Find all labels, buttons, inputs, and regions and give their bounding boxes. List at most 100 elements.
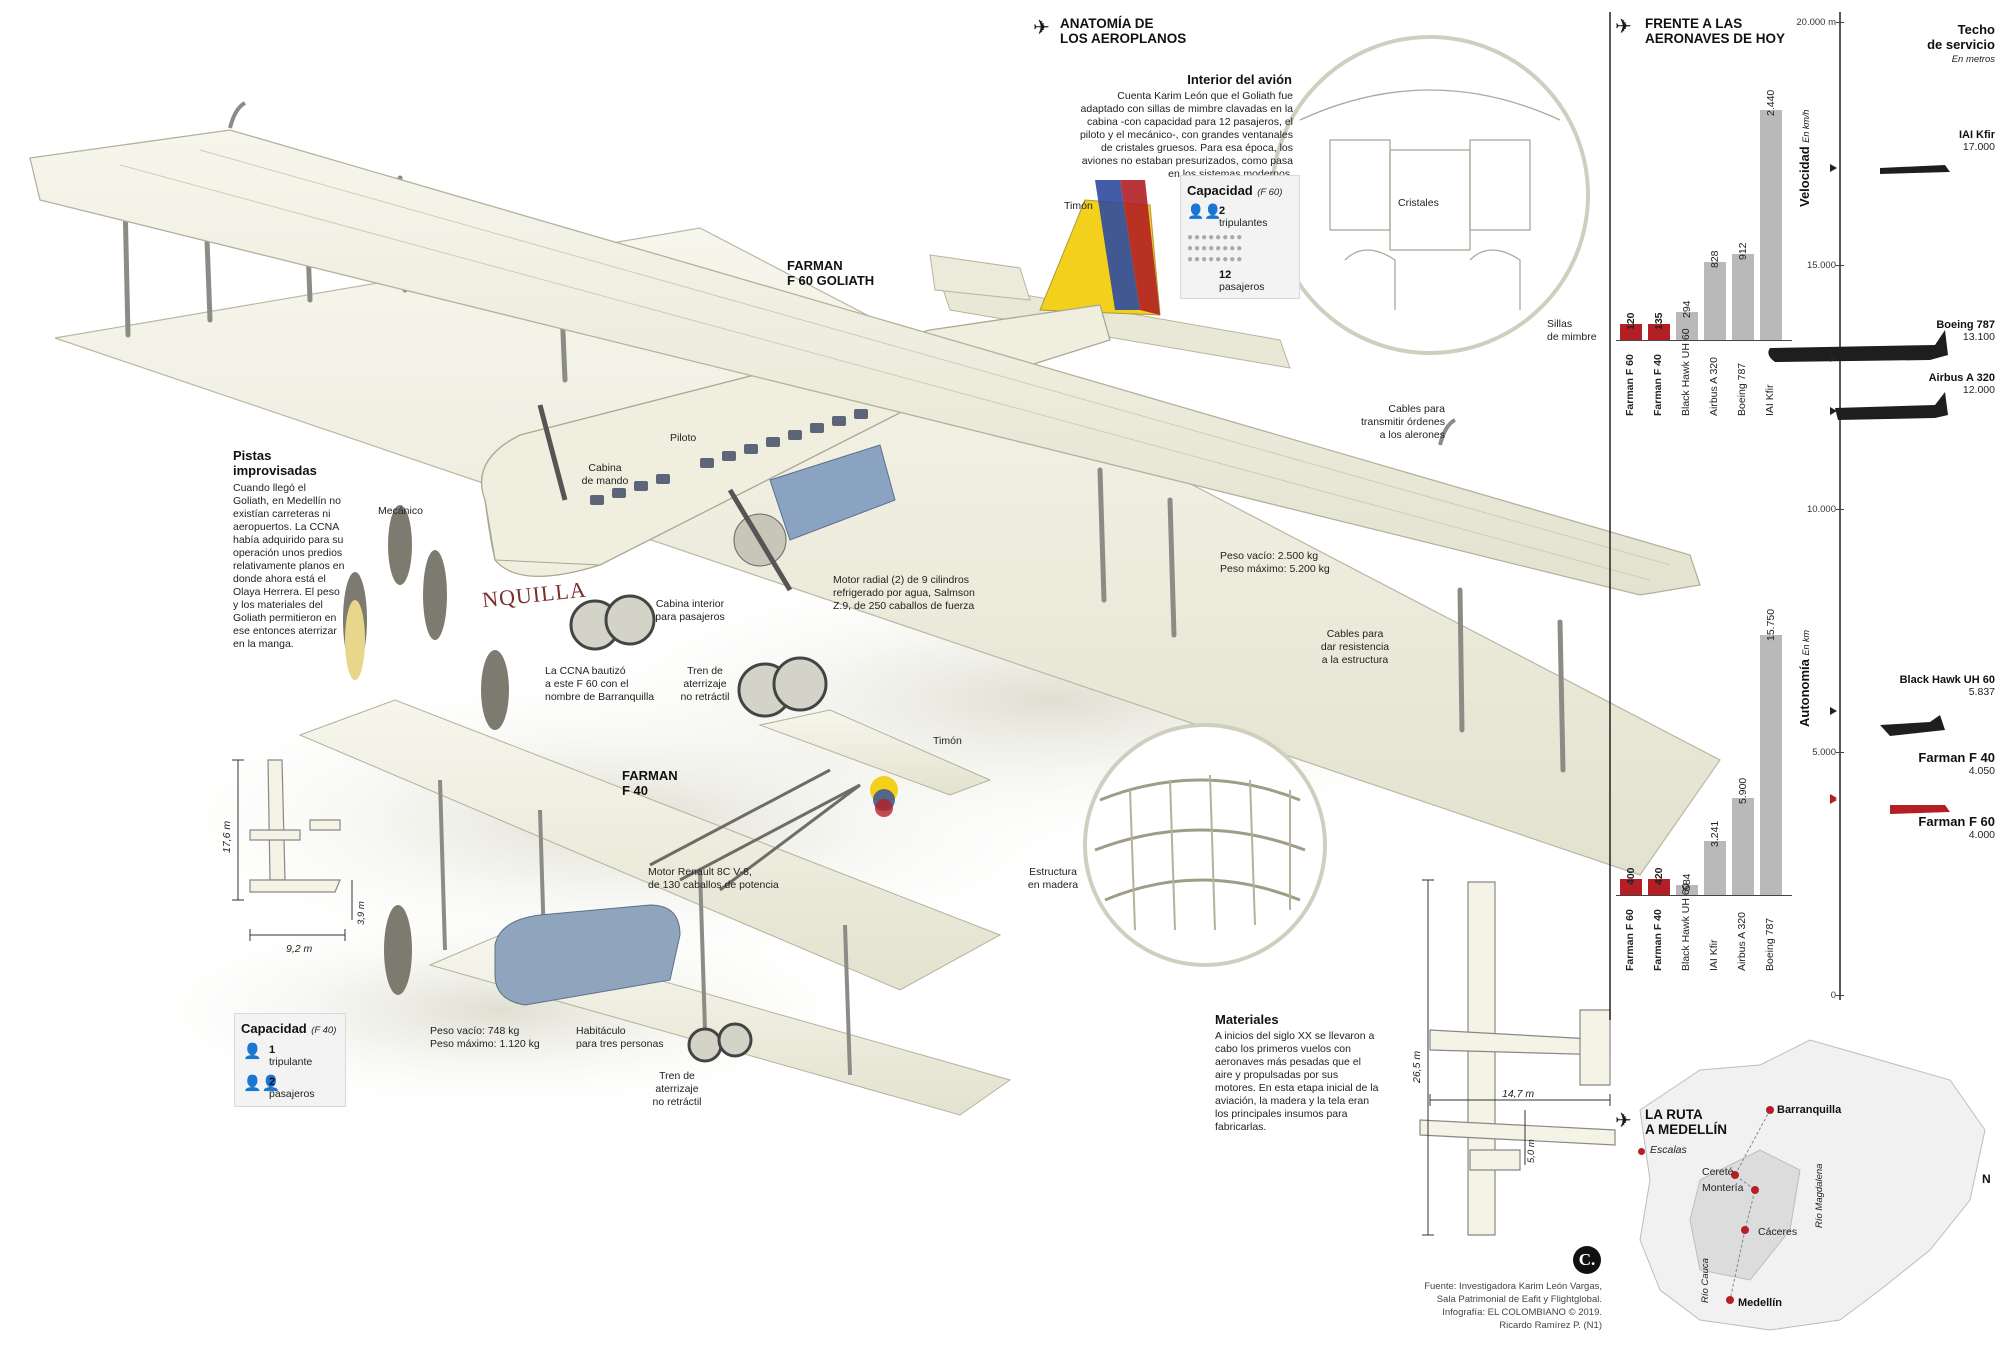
goliath-dim-length: 14,7 m [1502,1088,1535,1100]
chart-bar [1648,879,1670,895]
ceiling-marker [1830,707,1837,716]
techo-unit: En metros [1951,54,1995,65]
page-title: ANATOMÍA DE LOS AEROPLANOS [1060,16,1187,46]
pistas-title: Pistas improvisadas [233,448,317,478]
goliath-piloto-label: Piloto [670,432,697,444]
tick-label: Farman F 40 [1652,909,1664,971]
materiales-text: A inicios del siglo XX se llevaron a cab… [1215,1030,1379,1133]
chart-bar [1620,324,1642,340]
tick-label: Airbus A 320 [1708,357,1720,416]
tick-label: Black Hawk UH 60 [1680,328,1692,416]
f40-name: FARMAN F 40 [622,768,678,798]
passenger-icons: ●●●●●●●●●●●●●●●●●●●●●●●● [1187,232,1244,265]
tick-label: 10.000 [1806,503,1836,515]
map-label-medellin: Medellín [1738,1297,1783,1309]
map-label-caceres: Cáceres [1758,1226,1798,1238]
plane-icon: ✈ [1033,17,1050,39]
ceiling-value: 4.000 [1968,829,1995,842]
crew-icon: 👤👤 [1187,203,1222,219]
techo-title: Techo de servicio [1927,22,1995,52]
label-cristales: Cristales [1398,197,1439,209]
footer-credits: Fuente: Investigadora Karim León Vargas,… [1424,1281,1602,1331]
north-arrow-icon: N [1982,1172,1991,1186]
data-label: 2.440 [1765,89,1777,116]
tick-label: Boeing 787 [1736,362,1748,416]
tick-label: 0 [1830,990,1836,1001]
crew-icon: 👤 [243,1043,262,1060]
ceiling-value: 12.000 [1962,384,1995,397]
axis-tick [1836,995,1844,996]
tick-label: Boeing 787 [1764,917,1776,971]
tick-label: Farman F 60 [1624,354,1636,416]
ceiling-name: IAI Kfir [1958,128,1995,141]
axis-tick [1836,751,1844,753]
data-label: 420 [1653,867,1665,885]
data-label: 5.900 [1737,777,1749,804]
goliath-mecanico-label: Mecánico [378,505,423,517]
axis-tick [1836,22,1844,23]
escala-dot-icon [1638,1148,1645,1155]
crew-label: tripulante [269,1056,313,1068]
interior-title: Interior del avión [1187,72,1292,87]
ceiling-value: 13.100 [1962,330,1995,343]
ceiling-marker [1830,796,1837,805]
data-label: 400 [1625,867,1637,885]
f40-dim-span: 9,2 m [286,943,313,955]
chart-bar [1704,841,1726,895]
goliath-motor-label: Motor radial (2) de 9 cilindros refriger… [833,574,975,612]
tick-label: IAI Kfir [1708,939,1720,971]
el-colombiano-logo: C. [1573,1246,1601,1274]
capacidad-f40-tag: (F 40) [311,1025,337,1036]
passenger-icons: 👤👤 [243,1075,281,1092]
chart-bar [1648,324,1670,340]
passenger-label: pasajeros [269,1088,315,1100]
data-label: 912 [1737,242,1749,261]
tick-label: 5.000 [1812,746,1836,758]
capacidad-f40-box: Capacidad (F 40) 👤 1 tripulante 👤👤 2 pas… [234,1013,346,1107]
tick-label: Farman F 60 [1624,909,1636,971]
f40-timon-label: Timón [933,735,962,747]
passenger-label: pasajeros [1219,281,1265,293]
data-label: 828 [1709,250,1721,268]
goliath-dim-height: 5,0 m [1526,1139,1537,1163]
ceiling-name: Farman F 60 [1918,814,1995,830]
map-label-barranquilla: Barranquilla [1777,1104,1842,1116]
tick-label: IAI Kfir [1764,384,1776,416]
goliath-cabina-mando-label: Cabina de mando [581,462,629,487]
crew-label: tripulantes [1219,217,1268,229]
goliath-cables-alerones-label: Cables para transmitir órdenes a los ale… [1360,403,1445,441]
chart-bar [1760,110,1782,340]
materiales-estructura-label: Estructura en madera [1027,866,1079,891]
goliath-bautizo-label: La CCNA bautizó a este F 60 con el nombr… [545,665,655,703]
tick-label: 20.000 m [1796,17,1836,28]
ceiling-value: 5.837 [1968,686,1995,699]
frente-title: FRENTE A LAS AERONAVES DE HOY [1645,16,1786,46]
f40-dim-length: 17,6 m [221,820,233,853]
capacidad-f60-title: Capacidad [1187,183,1253,198]
capacidad-f60-box: Capacidad (F 60) 👤👤 2 tripulantes ●●●●●●… [1180,175,1300,299]
interior-text: Cuenta Karim León que el Goliath fue ada… [1079,90,1293,180]
ceiling-name: Airbus A 320 [1928,372,1995,385]
tick-label: 15.000 [1806,260,1836,272]
chart-bar [1676,885,1698,895]
chart-bar [1760,635,1782,895]
f40-dim-height: 3,9 m [356,901,367,925]
goliath-peso-label: Peso vacío: 2.500 kg Peso máximo: 5.200 … [1220,550,1330,575]
ceiling-marker [1830,163,1837,172]
ruta-title: LA RUTA A MEDELLÍN [1645,1107,1727,1137]
chart-baseline [1616,340,1792,341]
map-label-cerete: Cereté [1702,1166,1734,1178]
goliath-tren-label: Tren de aterrizaje no retráctil [680,665,730,703]
f40-motor-label: Motor Renault 8C V-8, de 130 caballos de… [648,866,779,891]
goliath-timon-label: Timón [1064,200,1093,212]
crew-count: 1 [269,1044,276,1056]
capacidad-f40-title: Capacidad [241,1021,307,1036]
map-label-rio-magdalena: Río Magdalena [1814,1163,1825,1228]
data-label: 15.750 [1765,608,1777,641]
tick-label: Airbus A 320 [1736,912,1748,971]
data-label: 3.241 [1709,821,1721,848]
map-label-monteria: Montería [1702,1182,1744,1194]
